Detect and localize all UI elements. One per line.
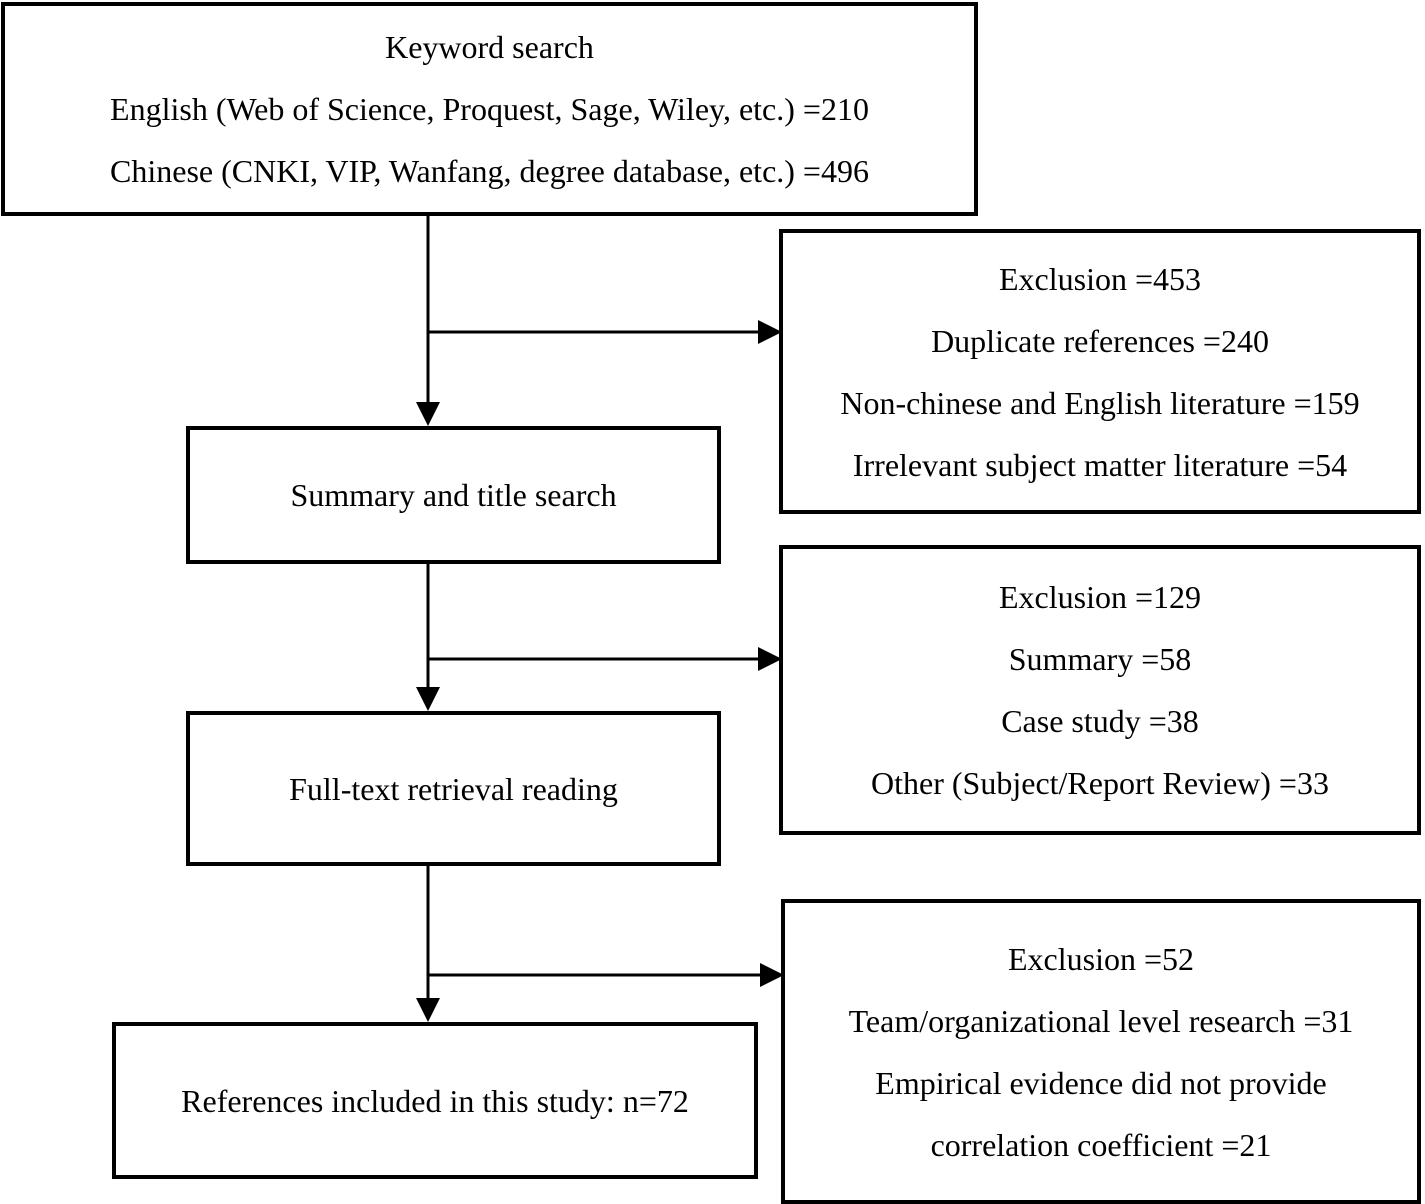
exclusion-1-irrelevant: Irrelevant subject matter literature =54 [852, 446, 1348, 483]
chinese-database-count: Chinese (CNKI, VIP, Wanfang, degree data… [110, 153, 869, 189]
keyword-search-title: Keyword search [385, 29, 594, 65]
included-references-box: References included in this study: n=72 [112, 1022, 758, 1179]
exclusion-box-2: Exclusion =129 Summary =58 Case study =3… [779, 545, 1421, 835]
exclusion-1-language: Non-chinese and English literature =159 [840, 384, 1360, 421]
summary-title-search-label: Summary and title search [290, 477, 617, 513]
arrowhead-to-fulltext [416, 687, 440, 711]
arrowhead-exclusion-1 [758, 320, 782, 344]
exclusion-3-no-correlation-line-1: Empirical evidence did not provide [875, 1064, 1327, 1101]
exclusion-2-total: Exclusion =129 [998, 579, 1202, 615]
exclusion-2-case-study: Case study =38 [1001, 703, 1199, 739]
arrowhead-to-summary [416, 402, 440, 426]
exclusion-3-no-correlation-line-2: correlation coefficient =21 [930, 1126, 1272, 1163]
full-text-retrieval-label: Full-text retrieval reading [289, 770, 618, 807]
english-database-count: English (Web of Science, Proquest, Sage,… [110, 91, 869, 127]
exclusion-3-team-level: Team/organizational level research =31 [848, 1002, 1354, 1039]
exclusion-1-total: Exclusion =453 [998, 260, 1202, 297]
arrowhead-exclusion-2 [758, 647, 782, 671]
exclusion-3-total: Exclusion =52 [1007, 940, 1195, 977]
keyword-search-box: Keyword search English (Web of Science, … [1, 2, 978, 216]
exclusion-2-summary: Summary =58 [1008, 641, 1192, 677]
exclusion-box-3: Exclusion =52 Team/organizational level … [781, 899, 1421, 1204]
exclusion-2-other: Other (Subject/Report Review) =33 [871, 765, 1329, 801]
included-references-label: References included in this study: n=72 [181, 1082, 689, 1119]
summary-title-search-box: Summary and title search [186, 426, 721, 564]
arrowhead-to-included [416, 998, 440, 1022]
exclusion-box-1: Exclusion =453 Duplicate references =240… [779, 229, 1421, 514]
arrowhead-exclusion-3 [760, 963, 784, 987]
full-text-retrieval-box: Full-text retrieval reading [186, 711, 721, 866]
exclusion-1-duplicates: Duplicate references =240 [931, 322, 1269, 359]
